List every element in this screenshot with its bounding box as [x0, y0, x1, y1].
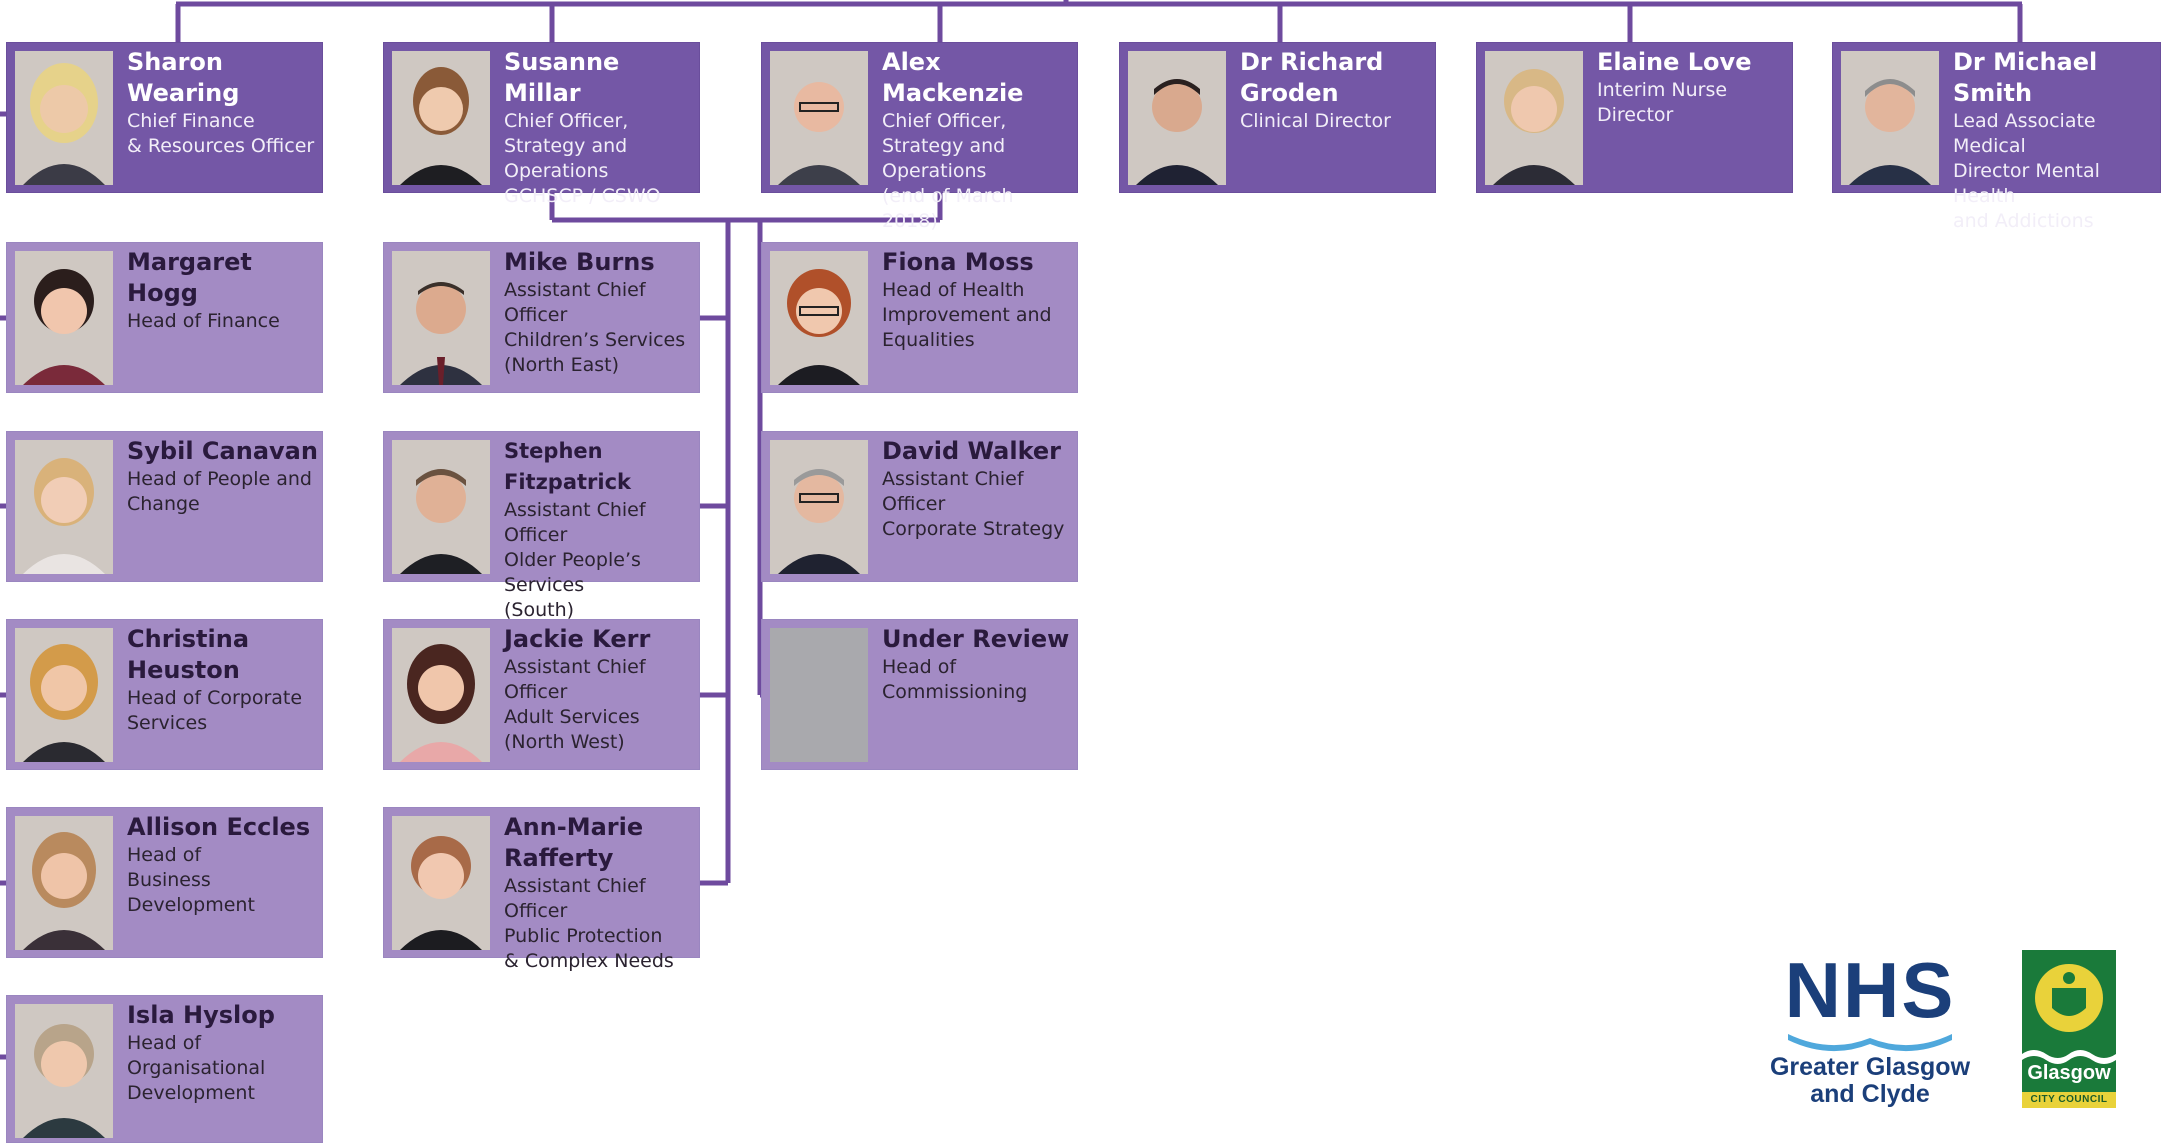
person-role: Assistant Chief Officer Older People’s S… [504, 499, 646, 621]
person-name: David Walker [882, 437, 1061, 465]
council-crest-icon [2022, 950, 2116, 1092]
portrait-photo [392, 816, 490, 950]
person-role: Clinical Director [1240, 110, 1391, 132]
person-role: Head of Finance [127, 310, 280, 332]
person-name: Elaine Love [1597, 48, 1752, 76]
portrait-placeholder [770, 628, 868, 762]
person-name: Dr Richard Groden [1240, 48, 1384, 107]
person-name: Mike Burns [504, 248, 655, 276]
person-name: Sharon Wearing [127, 48, 240, 107]
portrait-photo [15, 1004, 113, 1138]
person-name: Jackie Kerr [504, 625, 651, 653]
person-name: Ann-Marie Rafferty [504, 813, 644, 872]
portrait-photo [15, 628, 113, 762]
portrait-photo [15, 51, 113, 185]
portrait-photo [392, 51, 490, 185]
person-role: Chief Finance & Resources Officer [127, 110, 315, 157]
person-name: Christina Heuston [127, 625, 250, 684]
person-name: Alex Mackenzie [882, 48, 1024, 107]
portrait-photo [770, 440, 868, 574]
portrait-photo [770, 251, 868, 385]
portrait-photo [1841, 51, 1939, 185]
nhs-logo: NHS Greater Glasgow and Clyde [1760, 946, 1980, 1108]
person-name: Isla Hyslop [127, 1001, 275, 1029]
person-role: Head of People and Change [127, 468, 312, 515]
nhs-waves-icon [1788, 1034, 1952, 1052]
nhs-wordmark: NHS [1784, 946, 1956, 1034]
portrait-photo [15, 251, 113, 385]
glasgow-city-council-logo: Glasgow CITY COUNCIL [2022, 950, 2116, 1108]
portrait-photo [15, 816, 113, 950]
person-role: Chief Officer, Strategy and Operations G… [504, 110, 661, 207]
portrait-photo [392, 628, 490, 762]
person-role: Interim Nurse Director [1597, 79, 1728, 126]
person-name: Allison Eccles [127, 813, 311, 841]
portrait-photo [1485, 51, 1583, 185]
person-role: Head of Commissioning [882, 656, 1028, 703]
portrait-photo [392, 251, 490, 385]
person-role: Head of Health Improvement and Equalitie… [882, 279, 1052, 351]
council-wordmark: Glasgow [2027, 1062, 2111, 1084]
person-role: Head of Organisational Development [127, 1032, 266, 1104]
portrait-photo [392, 440, 490, 574]
portrait-photo [15, 440, 113, 574]
person-role: Head of Business Development [127, 844, 255, 916]
person-name: Stephen Fitzpatrick [504, 439, 632, 494]
portrait-photo [770, 51, 868, 185]
portrait-photo [1128, 51, 1226, 185]
person-role: Assistant Chief Officer Adult Services (… [504, 656, 646, 753]
person-role: Assistant Chief Officer Children’s Servi… [504, 279, 686, 376]
person-name: Dr Michael Smith [1953, 48, 2098, 107]
person-role: Head of Corporate Services [127, 687, 303, 734]
person-role: Assistant Chief Officer Public Protectio… [504, 875, 674, 972]
nhs-board-name: Greater Glasgow and Clyde [1769, 1053, 1971, 1108]
person-name: Fiona Moss [882, 248, 1034, 276]
person-role: Assistant Chief Officer Corporate Strate… [882, 468, 1065, 540]
person-role: Chief Officer, Strategy and Operations (… [882, 110, 1014, 232]
person-name: Sybil Canavan [127, 437, 318, 465]
person-name: Under Review [882, 625, 1070, 653]
council-band: CITY COUNCIL [2022, 1092, 2116, 1108]
person-name: Margaret Hogg [127, 248, 252, 307]
person-role: Lead Associate Medical Director Mental H… [1953, 110, 2100, 232]
person-name: Susanne Millar [504, 48, 620, 107]
